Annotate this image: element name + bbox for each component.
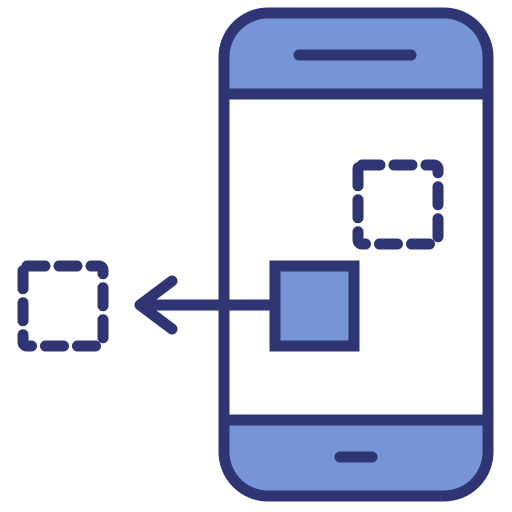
phone-screen [218, 88, 494, 426]
arrow-left-icon [134, 275, 276, 335]
dashed-placeholder-on-screen [352, 159, 444, 250]
dragged-item-square [269, 260, 360, 352]
smartphone-icon [218, 7, 494, 502]
dashed-placeholder-outside [17, 260, 109, 352]
